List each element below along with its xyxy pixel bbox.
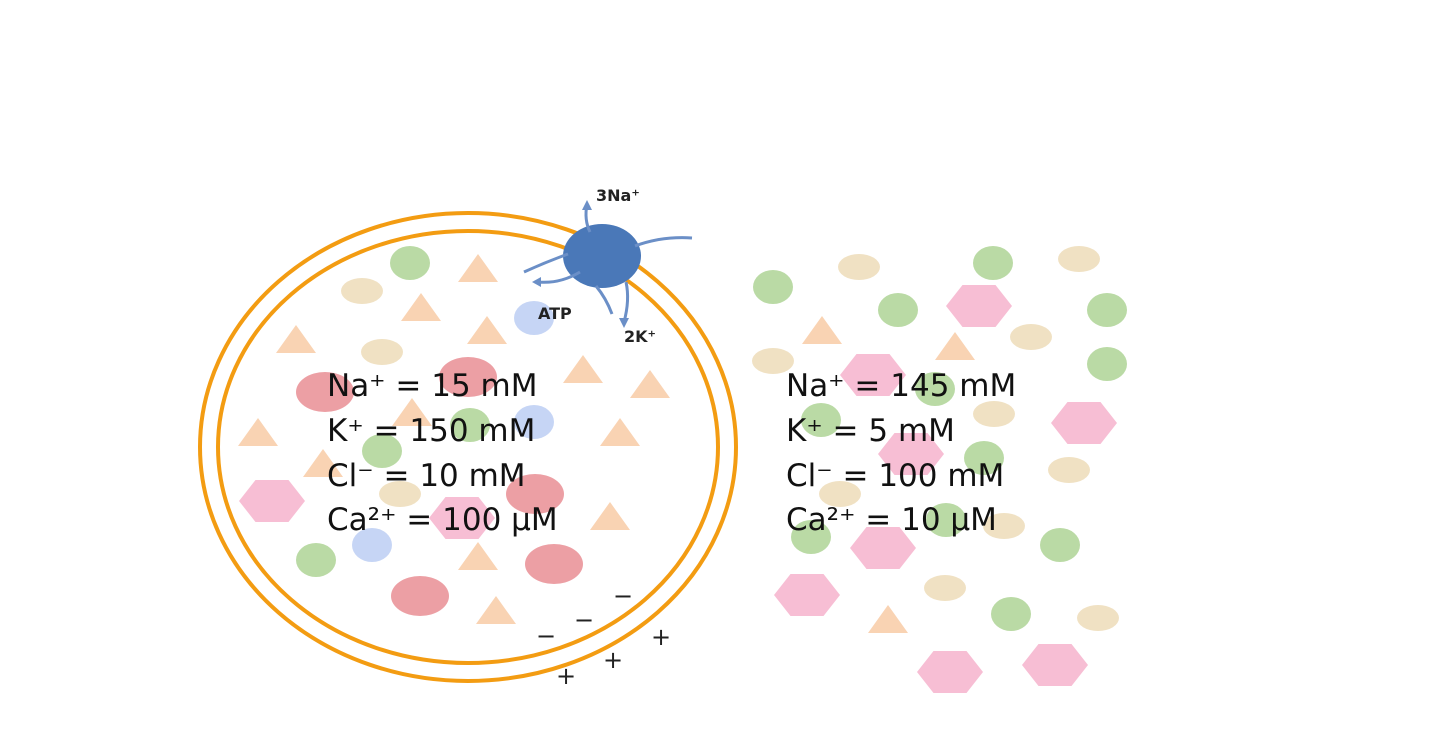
calcium-ion: [840, 354, 906, 396]
potassium-ion: [926, 503, 966, 537]
potassium-ion: [753, 270, 793, 304]
extracellular-ca: Ca²⁺ = 10 μM: [786, 502, 997, 538]
potassium-ion: [915, 372, 955, 406]
chloride-ion: [1048, 457, 1090, 483]
sodium-ion: [296, 372, 354, 412]
anion-particle: [401, 293, 441, 321]
anion-particle: [392, 398, 432, 426]
anion-particle: [276, 325, 316, 353]
anion-particle: [238, 418, 278, 446]
pump-arrow-atp: [537, 270, 581, 284]
calcium-ion: [946, 285, 1012, 327]
anion-particle: [600, 418, 640, 446]
pump-body: [563, 224, 641, 288]
anion-particle: [458, 254, 498, 282]
chloride-ion: [1077, 605, 1119, 631]
potassium-ion: [801, 403, 841, 437]
anion-particle: [467, 316, 507, 344]
outside-charge: +: [603, 646, 623, 674]
calcium-ion: [774, 574, 840, 616]
anion-particle: [802, 316, 842, 344]
potassium-ion: [450, 408, 490, 442]
intracellular-k: K⁺ = 150 mM: [327, 413, 535, 449]
atp-molecule: [514, 405, 554, 439]
potassium-ion: [964, 441, 1004, 475]
chloride-ion: [1010, 324, 1052, 350]
anion-particle: [590, 502, 630, 530]
anion-particle: [563, 355, 603, 383]
ion-particles: [238, 246, 1127, 693]
label-atp: ATP: [538, 304, 572, 323]
anion-particle: [303, 449, 343, 477]
extracellular-na: Na⁺ = 145 mM: [786, 368, 1016, 404]
outside-charge: +: [556, 662, 576, 690]
chloride-ion: [838, 254, 880, 280]
chloride-ion: [983, 513, 1025, 539]
potassium-ion: [1040, 528, 1080, 562]
sodium-ion: [391, 576, 449, 616]
sodium-potassium-pump: [523, 200, 693, 328]
label-3na: 3Na⁺: [596, 186, 640, 205]
calcium-ion: [878, 433, 944, 475]
chloride-ion: [361, 339, 403, 365]
chloride-ion: [752, 348, 794, 374]
atp-molecule: [514, 301, 554, 335]
chloride-ion: [1058, 246, 1100, 272]
sodium-ion: [525, 544, 583, 584]
outside-charge: +: [651, 623, 671, 651]
pump-arm-lower: [594, 285, 614, 315]
potassium-ion: [991, 597, 1031, 631]
label-2k: 2K⁺: [624, 327, 656, 346]
sodium-ion: [506, 474, 564, 514]
potassium-ion: [1087, 293, 1127, 327]
cell-membrane: [198, 211, 738, 683]
anion-particle: [868, 605, 908, 633]
inside-charge: −: [613, 582, 633, 610]
intracellular-concentrations: Na⁺ = 15 mM K⁺ = 150 mM Cl⁻ = 10 mM Ca²⁺…: [327, 368, 558, 538]
chloride-ion: [924, 575, 966, 601]
inside-charge: −: [574, 606, 594, 634]
pump-arm-right: [634, 236, 693, 248]
calcium-ion: [1051, 402, 1117, 444]
pump-arrow-k-in: [622, 281, 630, 323]
atp-molecule: [352, 528, 392, 562]
calcium-ion: [1022, 644, 1088, 686]
pump-arm-left: [523, 252, 569, 274]
potassium-ion: [390, 246, 430, 280]
anion-particle: [935, 332, 975, 360]
anion-particle: [630, 370, 670, 398]
intracellular-cl: Cl⁻ = 10 mM: [327, 458, 526, 494]
calcium-ion: [850, 527, 916, 569]
chloride-ion: [973, 401, 1015, 427]
chloride-ion: [819, 481, 861, 507]
extracellular-concentrations: Na⁺ = 145 mM K⁺ = 5 mM Cl⁻ = 100 mM Ca²⁺…: [786, 368, 1016, 538]
calcium-ion: [239, 480, 305, 522]
intracellular-na: Na⁺ = 15 mM: [327, 368, 538, 404]
intracellular-ca: Ca²⁺ = 100 μM: [327, 502, 558, 538]
sodium-ion: [439, 357, 497, 397]
potassium-ion: [973, 246, 1013, 280]
chloride-ion: [341, 278, 383, 304]
potassium-ion: [362, 434, 402, 468]
chloride-ion: [379, 481, 421, 507]
potassium-ion: [878, 293, 918, 327]
potassium-ion: [1087, 347, 1127, 381]
potassium-ion: [791, 520, 831, 554]
extracellular-k: K⁺ = 5 mM: [786, 413, 955, 449]
anion-particle: [458, 542, 498, 570]
inside-charge: −: [536, 622, 556, 650]
calcium-ion: [917, 651, 983, 693]
membrane-charges: − − − + + +: [536, 582, 671, 690]
calcium-ion: [429, 497, 495, 539]
potassium-ion: [296, 543, 336, 577]
anion-particle: [476, 596, 516, 624]
extracellular-cl: Cl⁻ = 100 mM: [786, 458, 1004, 494]
